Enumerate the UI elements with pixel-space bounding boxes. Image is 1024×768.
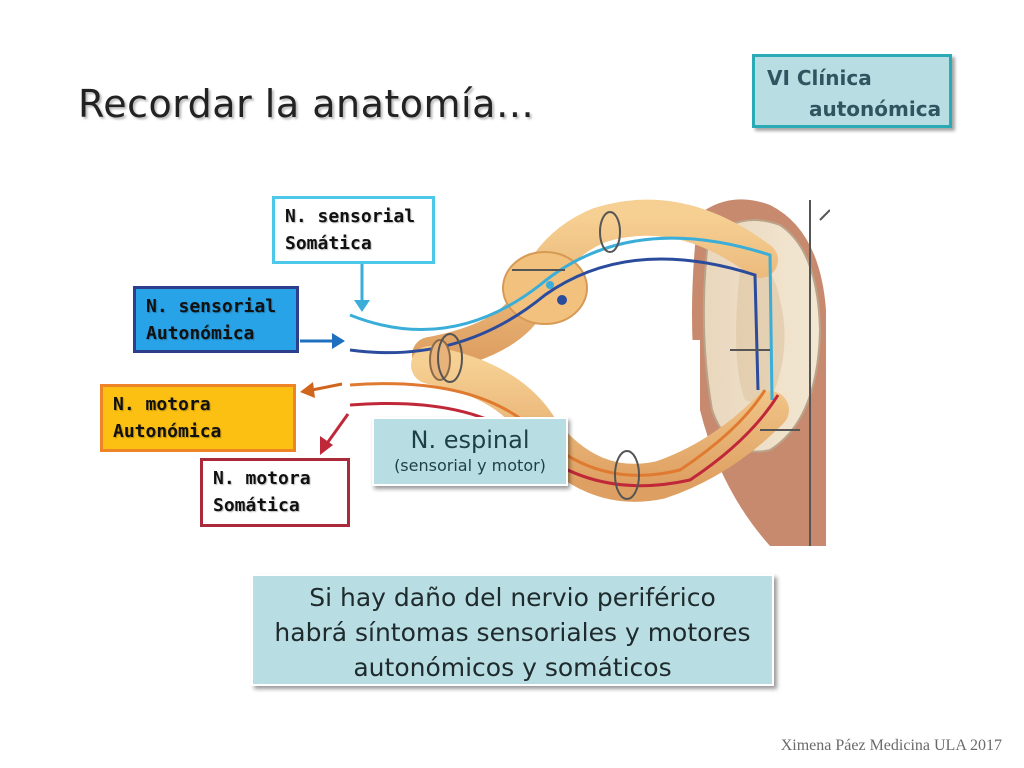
label-line1: N. sensorial xyxy=(285,206,416,227)
label-line2: Somática xyxy=(285,233,372,254)
nerve-fibers xyxy=(349,236,780,488)
label-line1: N. sensorial xyxy=(146,296,277,317)
label-line1: N. motora xyxy=(213,468,311,489)
slide-title: Recordar la anatomía… xyxy=(78,82,535,126)
spinal-nerve-subtitle: (sensorial y motor) xyxy=(394,456,546,475)
clinical-note: Si hay daño del nervio periférico habrá … xyxy=(251,574,774,686)
label-sensorial-autonomica: N. sensorial Autonómica xyxy=(133,286,299,353)
label-line2: Autonómica xyxy=(113,421,222,442)
arrow-down-icon xyxy=(354,264,370,312)
section-tag-line1: VI Clínica xyxy=(767,66,872,90)
spinal-nerve-title: N. espinal xyxy=(410,426,530,454)
section-tag: VI Clínica autonómica xyxy=(752,54,952,128)
footer-credit: Ximena Páez Medicina ULA 2017 xyxy=(780,737,1002,754)
note-line2: habrá síntomas sensoriales y motores xyxy=(274,618,751,647)
arrow-down-left-icon xyxy=(320,413,350,455)
label-sensorial-somatica: N. sensorial Somática xyxy=(272,196,435,264)
spinal-nerve-trunk xyxy=(429,211,640,500)
section-tag-line2: autonómica xyxy=(809,97,942,121)
arrow-right-icon xyxy=(300,333,345,349)
note-line3: autonómicos y somáticos xyxy=(353,653,672,682)
ventral-root xyxy=(411,346,789,502)
label-line2: Autonómica xyxy=(146,323,255,344)
label-motora-autonomica: N. motora Autonómica xyxy=(100,384,296,452)
arrow-left-icon xyxy=(300,382,343,398)
spinal-nerve-caption: N. espinal (sensorial y motor) xyxy=(372,417,568,486)
leader-lines xyxy=(512,269,800,431)
spinal-nerve-diagram xyxy=(349,199,830,546)
label-line2: Somática xyxy=(213,495,300,516)
note-line1: Si hay daño del nervio periférico xyxy=(309,583,716,612)
label-line1: N. motora xyxy=(113,394,211,415)
label-motora-somatica: N. motora Somática xyxy=(200,458,350,527)
